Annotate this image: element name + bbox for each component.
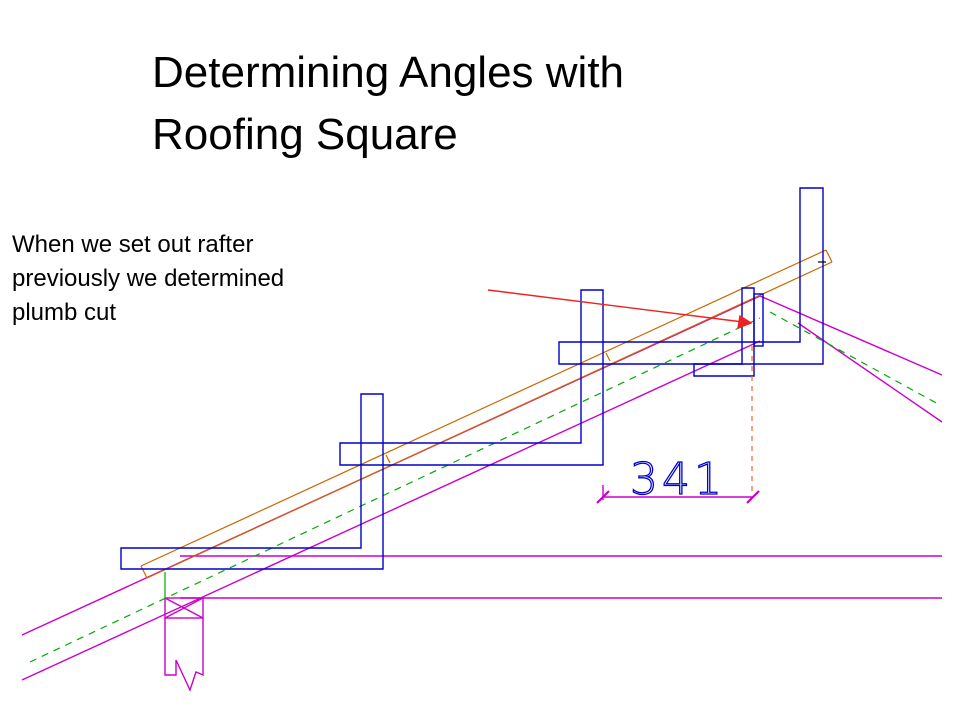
dimension: 341 (596, 453, 760, 506)
ridge-bottom-line (797, 322, 943, 423)
timber-mark-2 (605, 352, 611, 362)
roofing-square-3 (558, 187, 824, 365)
body-text: When we set out rafter previously we det… (12, 228, 432, 330)
centre-line-ridge (769, 311, 941, 406)
title-line-1: Determining Angles with (152, 48, 625, 97)
timber-edge-top (140, 249, 827, 567)
wall-stud-break (164, 618, 204, 692)
centre-line-rafter (29, 317, 761, 663)
pointer-shaft (487, 289, 744, 323)
roofing-square-2 (339, 289, 604, 466)
dimension-tick-right (746, 490, 760, 504)
body-line-3: plumb cut (12, 299, 117, 326)
timber-end-left (140, 565, 148, 579)
centre-line (29, 311, 941, 663)
body-line-2: previously we determined (12, 265, 285, 292)
wall-plate-cross-2 (164, 597, 204, 619)
plumb-cut-marker (753, 293, 764, 347)
title-line-2: Roofing Square (152, 110, 458, 159)
timber-straight-edge (140, 249, 833, 579)
rafter-lines (21, 295, 943, 692)
roofing-squares (120, 187, 824, 570)
pointer-arrow (487, 289, 753, 330)
ridge-top-line (759, 295, 943, 376)
roofing-square-4 (693, 287, 755, 377)
roofing-square-1 (120, 393, 384, 570)
timber-end-right (825, 249, 833, 263)
rafter-bottom-line (21, 340, 761, 681)
page-title: Determining Angles with Roofing Square (152, 42, 792, 166)
dimension-label: 341 (630, 454, 726, 505)
timber-mark-1 (385, 454, 391, 464)
pointer-head (737, 314, 753, 330)
timber-edge-bottom (146, 261, 833, 579)
body-line-1: When we set out rafter (12, 231, 254, 258)
wall-plate-box (164, 597, 204, 619)
